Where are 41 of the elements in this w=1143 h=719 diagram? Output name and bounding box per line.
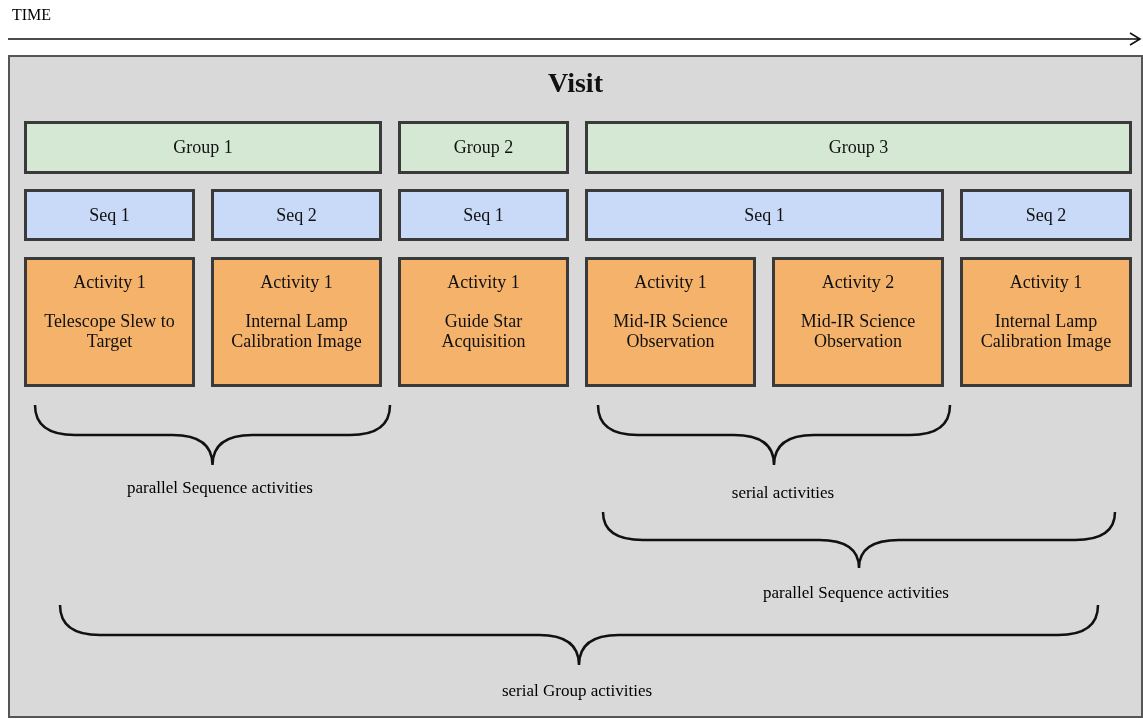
sequence-label: Seq 1	[463, 204, 504, 226]
visit-title: Visit	[548, 67, 603, 99]
sequence-box	[960, 189, 1132, 241]
visit-panel	[8, 55, 1143, 718]
bracket-label: parallel Sequence activities	[127, 478, 313, 498]
bracket-label: serial activities	[731, 483, 835, 503]
activity-box	[585, 257, 756, 387]
sequence-label: Seq 1	[744, 204, 785, 226]
activity-description: Mid-IR Science Observation	[612, 311, 729, 351]
sequence-label: Seq 2	[1025, 204, 1067, 226]
activity-heading: Activity 1	[447, 272, 520, 293]
sequence-box	[211, 189, 382, 241]
group-label: Group 2	[453, 137, 514, 158]
sequence-box	[585, 189, 944, 241]
activity-box	[398, 257, 569, 387]
bracket-label: serial Group activities	[501, 681, 653, 701]
activity-description: Mid-IR Science Observation	[799, 311, 917, 351]
activity-box	[211, 257, 382, 387]
activity-description: Internal Lamp Calibration Image	[979, 311, 1113, 351]
sequence-box	[398, 189, 569, 241]
group-label: Group 1	[173, 137, 233, 158]
activity-heading: Activity 1	[634, 272, 707, 293]
activity-description: Internal Lamp Calibration Image	[230, 311, 363, 351]
group-box	[24, 121, 382, 174]
group-box	[398, 121, 569, 174]
activity-description: Telescope Slew to Target	[43, 311, 176, 351]
group-box	[585, 121, 1132, 174]
activity-box	[960, 257, 1132, 387]
time-axis-label: TIME	[12, 6, 52, 24]
activity-heading: Activity 1	[260, 272, 333, 293]
group-label: Group 3	[828, 137, 889, 158]
activity-description: Guide Star Acquisition	[440, 311, 527, 351]
bracket-label: parallel Sequence activities	[763, 583, 949, 603]
sequence-box	[24, 189, 195, 241]
sequence-label: Seq 1	[89, 204, 130, 226]
activity-box	[24, 257, 195, 387]
activity-heading: Activity 1	[73, 272, 146, 293]
activity-box	[772, 257, 944, 387]
activity-heading: Activity 2	[821, 272, 895, 293]
sequence-label: Seq 2	[276, 204, 317, 226]
activity-heading: Activity 1	[1009, 272, 1083, 293]
